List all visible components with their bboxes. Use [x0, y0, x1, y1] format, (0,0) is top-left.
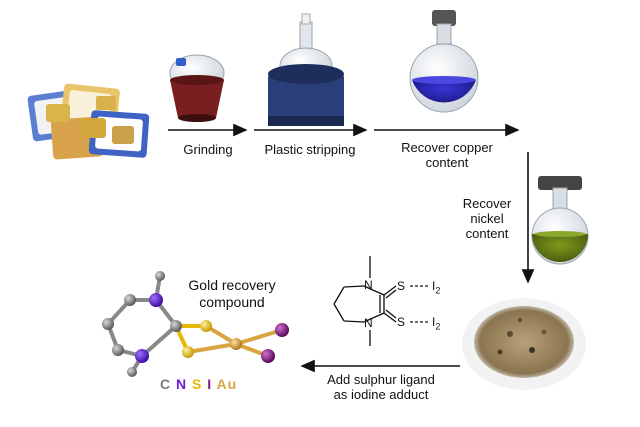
gold-compound-model: [102, 271, 289, 377]
iodine-bottom-subscript: 2: [435, 321, 441, 332]
label-add-ligand-line2: as iodine adduct: [333, 387, 429, 402]
residue-plate-photo: [462, 298, 586, 390]
compound-title-line2: compound: [199, 294, 265, 310]
atom-s-bottom: S: [397, 315, 406, 329]
sim-cards-photo: [27, 83, 150, 160]
label-add-ligand-line1: Add sulphur ligand: [327, 372, 435, 387]
iodine-top-symbol: I: [432, 279, 436, 293]
green-flask-photo: [531, 176, 589, 265]
label-recover-copper-line1: Recover copper: [401, 140, 493, 155]
compound-title: Gold recovery compound: [172, 277, 292, 311]
iodine-bottom: I2: [432, 315, 440, 331]
label-recover-copper-line2: content: [425, 155, 469, 170]
legend-iodine: I: [207, 376, 213, 392]
atom-s-top: S: [397, 279, 406, 293]
grinder-photo: [169, 54, 225, 122]
label-recover-copper: Recover copper content: [382, 140, 512, 170]
element-legend: C N S I Au: [160, 376, 237, 392]
label-recover-nickel: Recover nickel content: [452, 196, 522, 241]
iodine-bottom-symbol: I: [432, 315, 436, 329]
label-recover-nickel-line1: Recover: [462, 196, 512, 211]
label-grinding: Grinding: [183, 142, 233, 157]
iodine-top: I2: [432, 279, 440, 295]
legend-sulfur: S: [192, 376, 203, 392]
legend-gold: Au: [216, 376, 238, 392]
compound-title-line1: Gold recovery: [188, 277, 276, 293]
label-recover-nickel-line3: content: [465, 226, 509, 241]
ligand-structure: [333, 256, 430, 346]
atom-n-bottom: N: [364, 316, 373, 330]
blue-flask-photo: [409, 10, 479, 113]
iodine-top-subscript: 2: [435, 285, 441, 296]
label-plastic-stripping: Plastic stripping: [264, 142, 356, 157]
label-add-ligand: Add sulphur ligand as iodine adduct: [306, 372, 456, 402]
legend-nitrogen: N: [176, 376, 188, 392]
atom-n-top: N: [364, 278, 373, 292]
legend-carbon: C: [160, 376, 172, 392]
label-recover-nickel-line2: nickel: [470, 211, 504, 226]
heating-mantle-photo: [268, 13, 344, 126]
